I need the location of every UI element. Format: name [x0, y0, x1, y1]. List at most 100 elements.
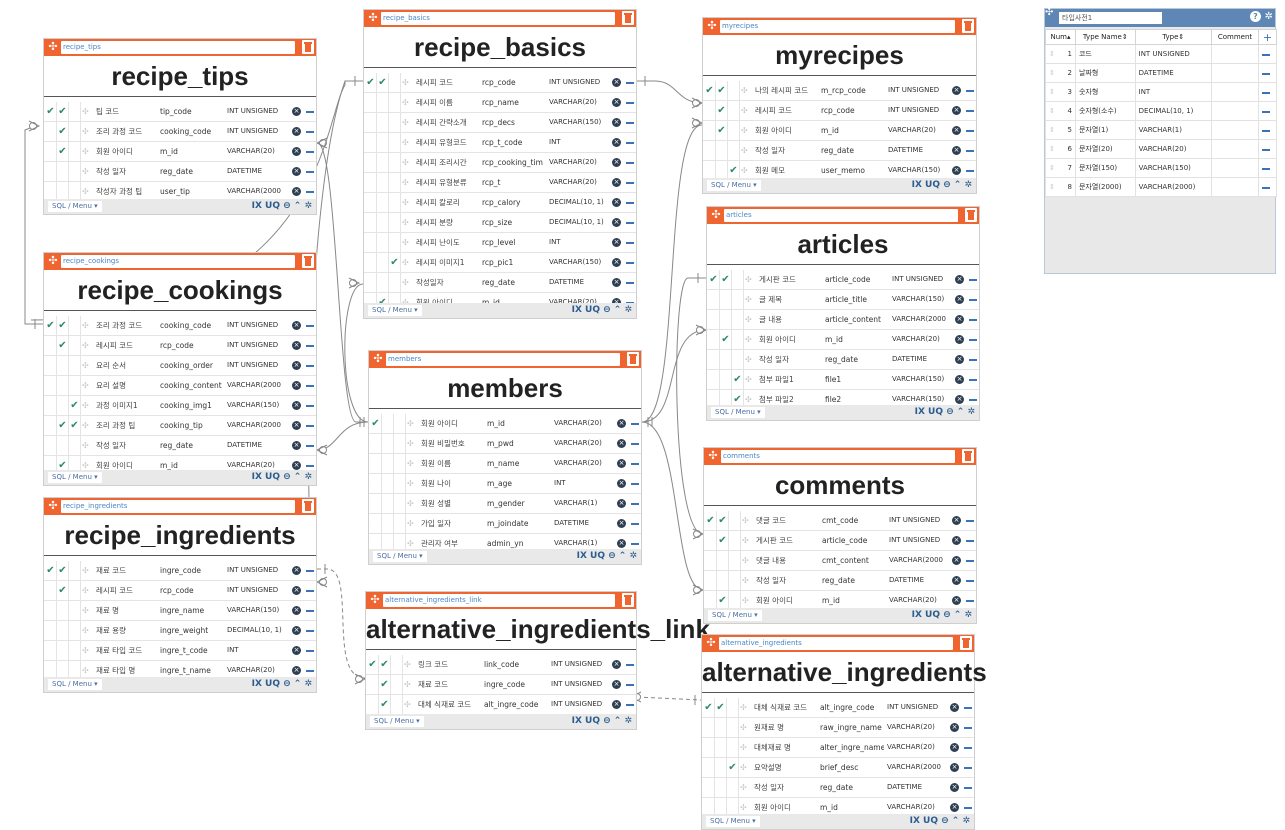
- column-physical-name[interactable]: rcp_t: [482, 178, 501, 187]
- column-physical-name[interactable]: article_code: [825, 275, 871, 284]
- close-icon[interactable]: ×: [952, 556, 961, 565]
- not-null-check[interactable]: ✔: [721, 334, 730, 345]
- drag-handle-icon[interactable]: ✣: [740, 763, 747, 772]
- column-logical-name[interactable]: 나의 레시피 코드: [755, 86, 809, 95]
- remove-column-icon[interactable]: [966, 540, 974, 542]
- type-dictionary-column-header[interactable]: Num▴: [1045, 29, 1076, 45]
- remove-column-icon[interactable]: [966, 600, 974, 602]
- remove-column-icon[interactable]: [306, 325, 314, 327]
- remove-column-icon[interactable]: [626, 202, 634, 204]
- column-type[interactable]: DECIMAL(10, 1): [549, 198, 604, 206]
- close-icon[interactable]: ×: [612, 298, 621, 307]
- column-physical-name[interactable]: m_rcp_code: [821, 86, 866, 95]
- column-type[interactable]: VARCHAR(2000: [227, 187, 281, 195]
- primary-key-check[interactable]: ✔: [46, 106, 55, 117]
- column-physical-name[interactable]: rcp_pic1: [482, 258, 514, 267]
- drag-handle-icon[interactable]: ✣: [82, 167, 89, 176]
- not-null-check[interactable]: ✔: [717, 105, 726, 116]
- column-logical-name[interactable]: 대체 식재료 코드: [418, 700, 472, 709]
- remove-column-icon[interactable]: [306, 385, 314, 387]
- column-physical-name[interactable]: cooking_img1: [160, 401, 212, 410]
- close-icon[interactable]: ×: [955, 335, 964, 344]
- column-type[interactable]: VARCHAR(20): [888, 126, 936, 134]
- column-logical-name[interactable]: 회원 성별: [421, 499, 451, 508]
- drag-handle-icon[interactable]: ✣: [82, 401, 89, 410]
- drag-handle-icon[interactable]: ✣: [741, 86, 748, 95]
- column-physical-name[interactable]: cmt_code: [822, 516, 859, 525]
- table-name-input[interactable]: comments: [721, 450, 955, 463]
- column-logical-name[interactable]: 레시피 코드: [96, 341, 133, 350]
- close-icon[interactable]: ×: [617, 519, 626, 528]
- relationship-line[interactable]: [315, 576, 328, 588]
- not-null-check[interactable]: ✔: [58, 126, 67, 137]
- close-icon[interactable]: ×: [292, 626, 301, 635]
- column-logical-name[interactable]: 작성일자: [416, 278, 444, 287]
- table-name-input[interactable]: alternative_ingredients: [719, 637, 953, 650]
- close-icon[interactable]: ×: [950, 703, 959, 712]
- not-null-check[interactable]: ✔: [717, 85, 726, 96]
- column-type[interactable]: VARCHAR(20): [549, 158, 597, 166]
- close-icon[interactable]: ×: [952, 146, 961, 155]
- column-physical-name[interactable]: m_joindate: [487, 519, 529, 528]
- type-dictionary-column-header[interactable]: Type Name⇕: [1074, 29, 1136, 45]
- column-physical-name[interactable]: reg_date: [825, 355, 858, 364]
- remove-column-icon[interactable]: [626, 82, 634, 84]
- close-icon[interactable]: ×: [292, 401, 301, 410]
- column-logical-name[interactable]: 댓글 코드: [756, 516, 786, 525]
- column-logical-name[interactable]: 작성 일자: [96, 167, 126, 176]
- column-type[interactable]: VARCHAR(2000: [227, 421, 281, 429]
- column-type[interactable]: VARCHAR(20): [887, 743, 935, 751]
- sql-menu-button[interactable]: SQL / Menu ▾: [711, 407, 765, 418]
- unique-check[interactable]: ✔: [70, 420, 79, 431]
- close-icon[interactable]: ×: [952, 536, 961, 545]
- primary-key-check[interactable]: ✔: [366, 77, 375, 88]
- column-type[interactable]: VARCHAR(2000: [227, 381, 281, 389]
- column-logical-name[interactable]: 회원 아이디: [754, 803, 791, 812]
- drag-handle-icon[interactable]: ✣: [82, 626, 89, 635]
- close-icon[interactable]: ×: [612, 680, 621, 689]
- column-physical-name[interactable]: rcp_cooking_tim: [482, 158, 543, 167]
- column-physical-name[interactable]: article_code: [822, 536, 868, 545]
- column-logical-name[interactable]: 작성 일자: [756, 576, 786, 585]
- type-comment[interactable]: [1210, 120, 1260, 140]
- column-physical-name[interactable]: user_memo: [821, 166, 865, 175]
- column-physical-name[interactable]: ingre_code: [484, 680, 525, 689]
- remove-column-icon[interactable]: [631, 423, 639, 425]
- drag-handle-icon[interactable]: ⇕: [1049, 126, 1055, 134]
- drag-handle-icon[interactable]: ✣: [407, 459, 414, 468]
- trash-icon[interactable]: [302, 254, 314, 268]
- close-icon[interactable]: ×: [617, 499, 626, 508]
- column-logical-name[interactable]: 작성 일자: [755, 146, 785, 155]
- drag-handle-icon[interactable]: ✣: [82, 321, 89, 330]
- column-type[interactable]: INT UNSIGNED: [551, 700, 603, 708]
- remove-column-icon[interactable]: [626, 162, 634, 164]
- move-icon[interactable]: ✣: [370, 593, 380, 606]
- table-name-input[interactable]: recipe_cookings: [61, 255, 295, 268]
- column-physical-name[interactable]: ingre_t_name: [160, 666, 211, 675]
- drag-handle-icon[interactable]: ✣: [740, 703, 747, 712]
- drag-handle-icon[interactable]: ✣: [740, 743, 747, 752]
- drag-handle-icon[interactable]: ✣: [82, 341, 89, 350]
- column-logical-name[interactable]: 레시피 코드: [416, 78, 453, 87]
- column-physical-name[interactable]: rcp_code: [160, 586, 194, 595]
- column-logical-name[interactable]: 레시피 분량: [416, 218, 453, 227]
- column-logical-name[interactable]: 회원 나이: [421, 479, 451, 488]
- drag-handle-icon[interactable]: ✣: [402, 78, 409, 87]
- move-icon[interactable]: ✣: [373, 352, 383, 365]
- remove-column-icon[interactable]: [969, 339, 977, 341]
- column-type[interactable]: DATETIME: [888, 146, 924, 154]
- not-null-check[interactable]: ✔: [378, 77, 387, 88]
